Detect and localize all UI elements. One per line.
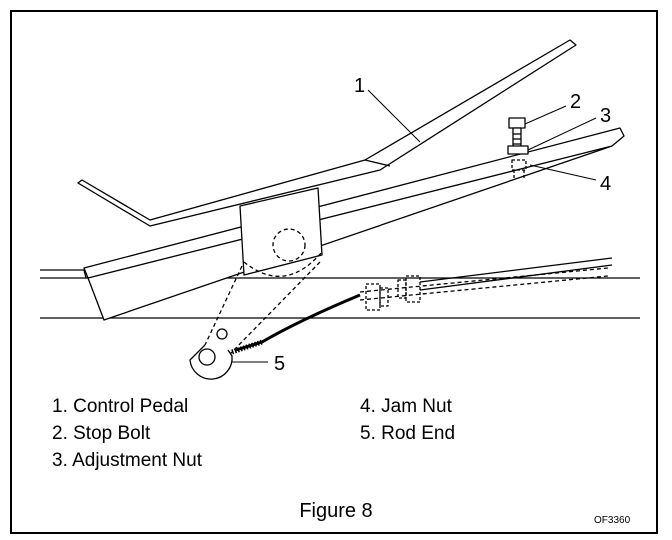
figure-caption: Figure 8 [299, 500, 373, 522]
rod-end-thread [231, 339, 263, 355]
lever-arm-left [204, 265, 243, 346]
pivot-arc [243, 251, 323, 277]
leader-4 [529, 164, 597, 181]
figure-code: OF3360 [594, 515, 631, 526]
channel-inner-edge [87, 145, 613, 279]
pivot-circle [272, 228, 306, 262]
figure-frame [10, 10, 658, 534]
callout-5: 5 [274, 353, 286, 375]
callout-3: 3 [600, 105, 612, 127]
control-pedal-ridge [364, 159, 391, 167]
upper-cable-line-2 [419, 264, 613, 291]
rod-end-eye [198, 348, 216, 366]
jam-nut [511, 159, 527, 171]
leader-2 [524, 105, 567, 125]
legend-item-control-pedal: 1. Control Pedal [52, 396, 189, 417]
control-pedal-plate [77, 39, 577, 227]
legend-item-rod-end: 5. Rod End [360, 423, 456, 444]
callout-4: 4 [600, 173, 612, 195]
control-rod-solid [235, 293, 361, 352]
rod-nut-a [365, 283, 381, 311]
leader-3 [527, 117, 597, 151]
rod-nut-b [379, 287, 389, 307]
stop-bolt-head [508, 117, 526, 129]
legend-item-adjustment-nut: 3. Adjustment Nut [52, 450, 202, 471]
leader-1 [367, 89, 421, 143]
lever-pivot-nut [216, 328, 228, 340]
legend-item-stop-bolt: 2. Stop Bolt [52, 423, 151, 444]
callout-2: 2 [570, 91, 582, 113]
pedal-support-channel [83, 127, 625, 321]
rod-nut-d [405, 275, 421, 303]
legend-right: 4. Jam Nut 5. Rod End [360, 396, 455, 445]
lever-arm-right [229, 261, 321, 355]
legend-item-jam-nut: 4. Jam Nut [360, 396, 452, 417]
legend-left: 1. Control Pedal 2. Stop Bolt 3. Adjustm… [52, 396, 202, 472]
left-rail-stub [40, 269, 87, 279]
adjustment-nut [507, 145, 529, 155]
upper-cable-line [419, 257, 613, 283]
callout-1: 1 [354, 75, 366, 97]
